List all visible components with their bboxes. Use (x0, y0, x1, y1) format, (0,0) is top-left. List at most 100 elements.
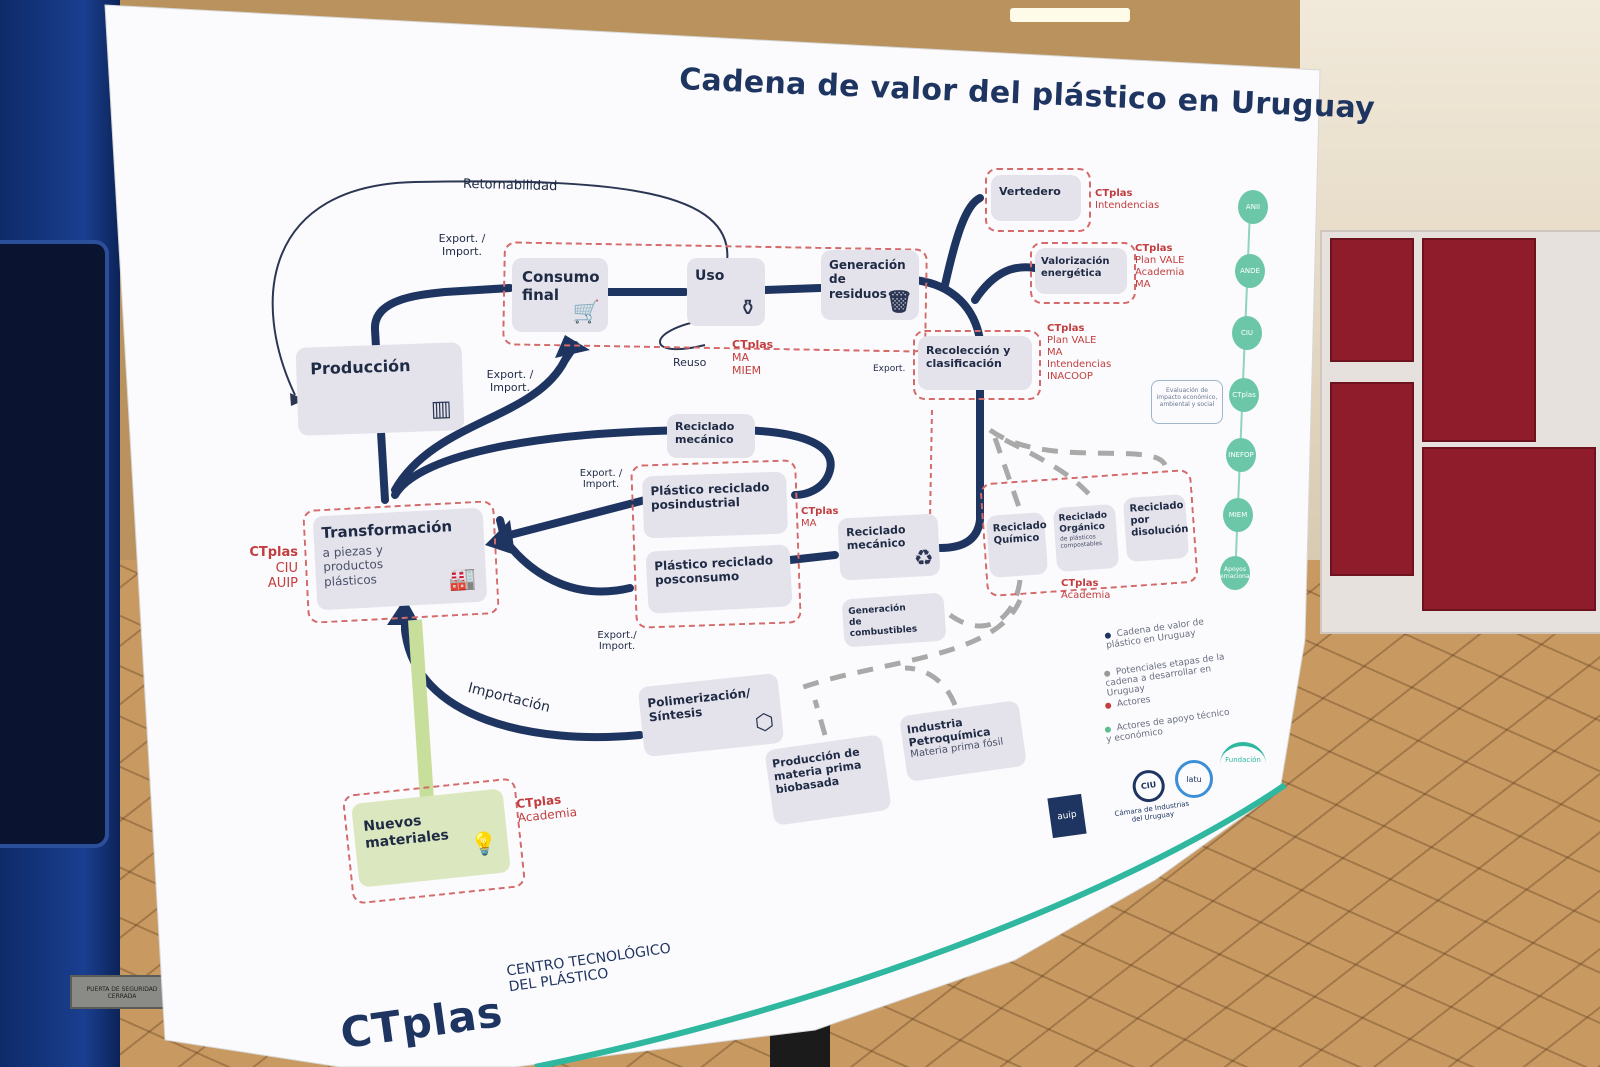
actors-valorizacion: CTplas Plan VALE Academia MA (1135, 243, 1184, 291)
support-actor-dot: Apoyos internacionales (1220, 556, 1250, 590)
actor: CTplas (1135, 243, 1172, 254)
support-actor-dot: MIEM (1223, 498, 1253, 532)
actor: CIU (276, 561, 298, 576)
reciclado-organico-label: Reciclado Orgánico (1058, 510, 1111, 535)
actor: Plan VALE (1135, 255, 1184, 266)
poster: Cadena de valor del plástico en Uruguay … (115, 0, 1320, 1067)
reciclado-quimico-label: Reciclado Químico (992, 520, 1042, 547)
actor: CTplas (801, 506, 838, 517)
uso-label: Uso (695, 268, 724, 284)
node-recoleccion: Recolección y clasificación (918, 336, 1032, 390)
produccion-label: Producción (310, 356, 411, 378)
valorizacion-label: Valorización energética (1041, 256, 1101, 280)
actor: Academia (1061, 590, 1110, 601)
support-actor-dot: CTplas (1229, 378, 1259, 412)
nuevos-materiales-label: Nuevos materiales (363, 809, 462, 852)
actors-posindustrial: CTplas MA (801, 506, 838, 530)
export-left-label: Export. (873, 364, 905, 374)
factory-icon: 🏭 (448, 566, 477, 594)
export-import-mid: Export. / Import. (480, 368, 540, 394)
node-vertedero: Vertedero (991, 175, 1081, 221)
cabinet-door (1422, 447, 1596, 611)
node-reciclado-mecanico-top: Reciclado mecánico (667, 414, 755, 458)
reciclado-mecanico-top-label: Reciclado mecánico (675, 420, 735, 446)
actor: Intendencias (1095, 200, 1159, 211)
node-produccion: Producción ▥ (296, 342, 465, 436)
reuso-label: Reuso (673, 356, 706, 369)
export-import-recycled-top: Export. / Import. (575, 468, 627, 490)
actor: Academia (1135, 267, 1184, 278)
node-generacion-combustibles: Generación de combustibles (841, 593, 946, 648)
actor: MA (1135, 279, 1150, 290)
export-import-top: Export. / Import. (432, 232, 492, 258)
transformacion-sub: a piezas y productos plásticos (322, 541, 420, 589)
actor: MA (1047, 347, 1062, 358)
node-reciclado-organico: Reciclado Orgánico de plásticos composta… (1053, 504, 1119, 572)
actors-nuevos-materiales: CTplas Academia (516, 791, 578, 826)
shopping-cart-icon: 🛒 (573, 300, 600, 326)
node-reciclado-mecanico-right: Reciclado mecánico ♻ (837, 513, 940, 580)
consumo-final-label: Consumo final (522, 268, 600, 304)
latu-logo: latu (1175, 760, 1213, 798)
factory-conveyor-icon: ▥ (431, 396, 453, 423)
generacion-combustibles-label: Generación de combustibles (848, 602, 922, 639)
reciclado-mecanico-right-label: Reciclado mecánico (846, 523, 907, 552)
produccion-biobasada-label: Producción de materia prima biobasada (771, 744, 876, 797)
node-produccion-biobasada: Producción de materia prima biobasada (764, 734, 891, 826)
legend-bullet (1104, 670, 1111, 677)
trash-bin-icon: 🗑 (885, 290, 913, 316)
actor: MA (801, 518, 816, 529)
actors-vertedero: CTplas Intendencias (1095, 188, 1159, 212)
lightbulb-icon: 💡 (469, 831, 499, 860)
recycle-bin-icon: ♻ (913, 545, 934, 572)
red-cabinet (1320, 230, 1600, 634)
legend-bullet (1104, 632, 1111, 639)
recoleccion-label: Recolección y clasificación (926, 344, 1014, 370)
vertedero-label: Vertedero (999, 185, 1061, 198)
support-actor-dot: ANII (1238, 190, 1268, 224)
support-actor-dot: INEFOP (1226, 438, 1256, 472)
molecule-icon: ⬡ (754, 709, 776, 737)
injection-machine (0, 0, 120, 1067)
auip-logo: auip (1047, 794, 1086, 838)
actors-uso: CTplas MA MIEM (732, 338, 773, 378)
node-reciclado-quimico: Reciclado Químico (986, 512, 1048, 578)
legend-bullet (1104, 726, 1111, 733)
fundacion-logo: Fundación (1220, 742, 1266, 786)
cabinet-door (1330, 238, 1414, 362)
impact-evaluation-note: Evaluación de impacto económico, ambient… (1151, 380, 1223, 424)
posconsumo-label: Plástico reciclado posconsumo (654, 553, 785, 589)
node-reciclado-disolucion: Reciclado por disolución (1123, 494, 1189, 562)
node-transformacion: Transformación a piezas y productos plás… (313, 508, 488, 611)
ciu-gear-icon: CIU (1131, 768, 1167, 804)
actor: CTplas (732, 338, 773, 351)
actors-transformacion: CTplas CIU AUIP (233, 545, 298, 592)
actor: Plan VALE (1047, 335, 1096, 346)
actor: MIEM (732, 364, 761, 377)
bottle-icon: ⚱ (739, 296, 757, 322)
reciclado-disolucion-label: Reciclado por disolución (1129, 500, 1185, 540)
actor: CTplas (1047, 323, 1084, 334)
node-nuevos-materiales: Nuevos materiales 💡 (351, 788, 511, 887)
polimerizacion-label: Polimerización/ Síntesis (647, 687, 745, 726)
actor: INACOOP (1047, 371, 1093, 382)
cabinet-door (1422, 238, 1536, 442)
node-consumo-final: Consumo final 🛒 (512, 258, 608, 332)
actor: CTplas (1061, 578, 1098, 589)
node-posindustrial: Plástico reciclado posindustrial (642, 472, 788, 539)
support-actor-dot: ANDE (1235, 254, 1265, 288)
transformacion-label: Transformación (321, 517, 452, 542)
legend-bullet (1105, 702, 1112, 709)
actor: MA (732, 351, 749, 364)
generacion-residuos-label: Generación de residuos (829, 258, 889, 301)
export-import-recycled-bottom: Export./ Import. (591, 630, 643, 652)
node-generacion-residuos: Generación de residuos 🗑 (821, 250, 919, 320)
actors-reciclados-avanzados: CTplas Academia (1061, 578, 1110, 602)
retornabilidad-label: Retornabilidad (463, 177, 558, 194)
actor: AUIP (268, 576, 298, 591)
node-polimerizacion: Polimerización/ Síntesis ⬡ (638, 673, 785, 757)
posindustrial-label: Plástico reciclado posindustrial (650, 480, 781, 513)
actors-recoleccion: CTplas Plan VALE MA Intendencias INACOOP (1047, 323, 1111, 383)
cabinet-door (1330, 382, 1414, 576)
machine-window (0, 240, 109, 848)
